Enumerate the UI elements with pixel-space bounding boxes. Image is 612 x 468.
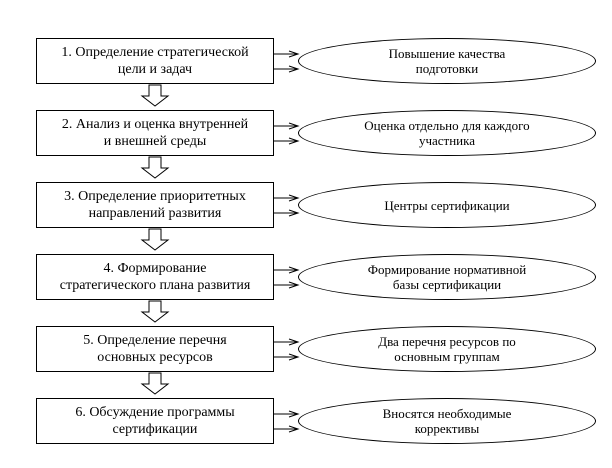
result-ellipse-2: Оценка отдельно для каждого участника — [298, 110, 596, 156]
result-ellipse-4: Формирование нормативной базы сертификац… — [298, 254, 596, 300]
step-label-5: 5. Определение перечня основных ресурсов — [83, 333, 227, 365]
right-arrow-5 — [274, 338, 300, 361]
step-box-5: 5. Определение перечня основных ресурсов — [36, 326, 274, 372]
right-arrow-6 — [274, 410, 300, 433]
down-arrow-4-5 — [140, 300, 170, 323]
down-arrow-2-3 — [140, 156, 170, 179]
step-box-4: 4. Формирование стратегического плана ра… — [36, 254, 274, 300]
step-label-1: 1. Определение стратегической цели и зад… — [61, 45, 249, 77]
result-label-1: Повышение качества подготовки — [388, 46, 506, 76]
result-label-3: Центры сертификации — [384, 197, 510, 213]
down-arrow-5-6 — [140, 372, 170, 395]
result-ellipse-5: Два перечня ресурсов по основным группам — [298, 326, 596, 372]
result-label-4: Формирование нормативной базы сертификац… — [367, 262, 527, 292]
step-box-6: 6. Обсуждение программы сертификации — [36, 398, 274, 444]
step-label-3: 3. Определение приоритетных направлений … — [64, 189, 246, 221]
right-arrow-2 — [274, 122, 300, 145]
step-box-2: 2. Анализ и оценка внутренней и внешней … — [36, 110, 274, 156]
step-box-1: 1. Определение стратегической цели и зад… — [36, 38, 274, 84]
result-ellipse-6: Вносятся необходимые коррективы — [298, 398, 596, 444]
result-ellipse-1: Повышение качества подготовки — [298, 38, 596, 84]
step-box-3: 3. Определение приоритетных направлений … — [36, 182, 274, 228]
result-label-2: Оценка отдельно для каждого участника — [364, 118, 530, 148]
step-label-4: 4. Формирование стратегического плана ра… — [59, 261, 251, 293]
step-label-6: 6. Обсуждение программы сертификации — [75, 405, 235, 437]
result-ellipse-3: Центры сертификации — [298, 182, 596, 228]
right-arrow-4 — [274, 266, 300, 289]
right-arrow-3 — [274, 194, 300, 217]
right-arrow-1 — [274, 50, 300, 73]
result-label-6: Вносятся необходимые коррективы — [382, 406, 512, 436]
result-label-5: Два перечня ресурсов по основным группам — [378, 334, 516, 364]
down-arrow-1-2 — [140, 84, 170, 107]
down-arrow-3-4 — [140, 228, 170, 251]
step-label-2: 2. Анализ и оценка внутренней и внешней … — [61, 117, 249, 149]
